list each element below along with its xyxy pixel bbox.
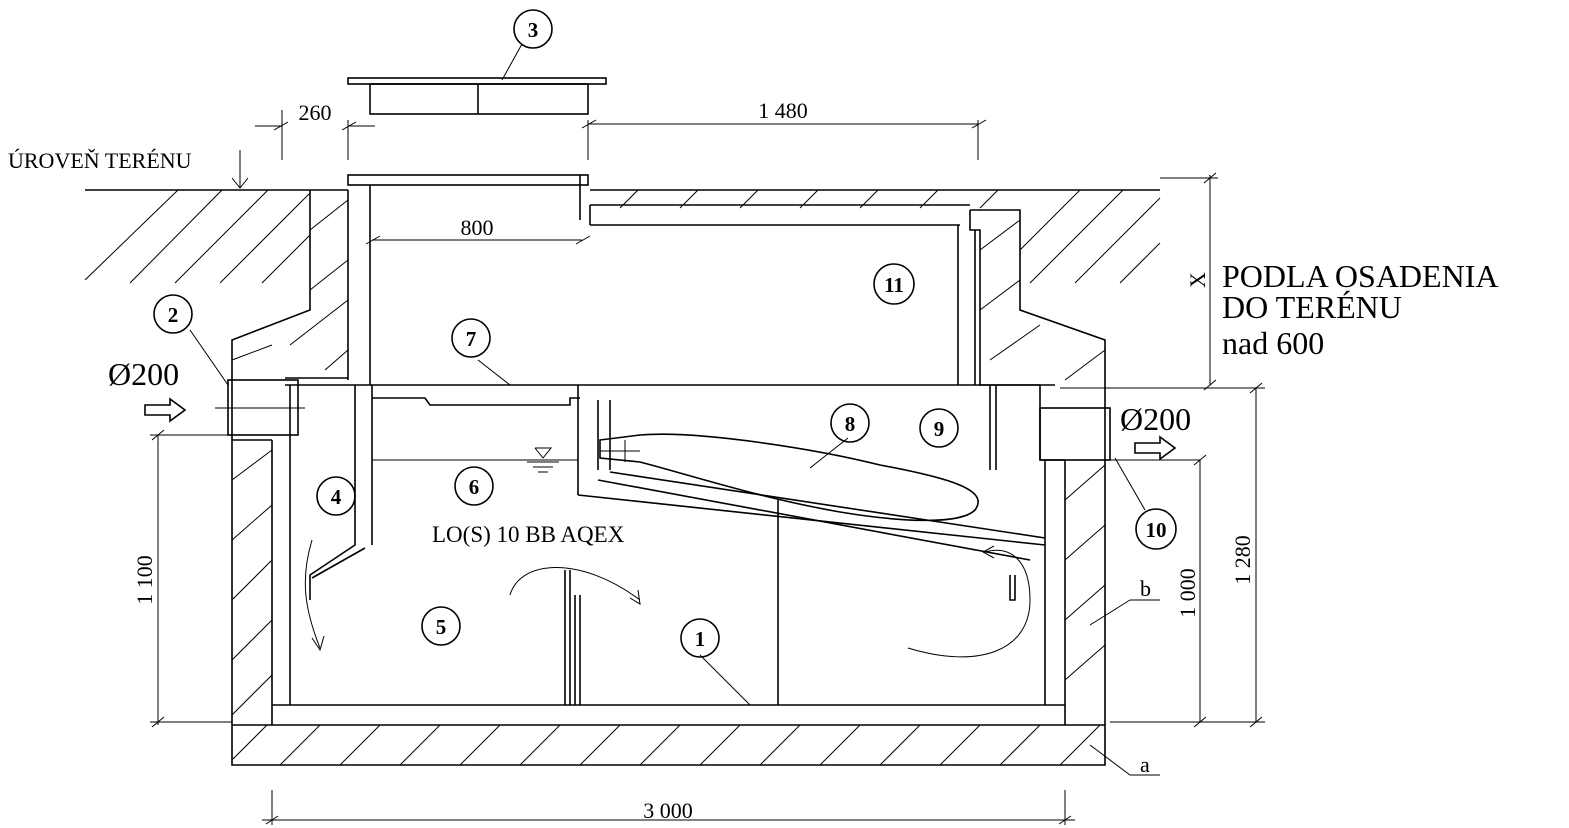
dim-1280: 1 280 [1230,535,1255,585]
callout-4: 4 [316,476,356,516]
callout-11: 11 [873,263,915,305]
callout-7: 7 [451,318,491,358]
svg-text:8: 8 [845,412,856,436]
note-line-2: DO TERÉNU [1222,289,1402,325]
svg-text:11: 11 [884,273,904,297]
callout-5: 5 [421,606,461,646]
soil-hatch-left [84,189,311,284]
product-label: LO(S) 10 BB AQEX [432,522,625,547]
outlet-diameter-label: Ø200 [1120,401,1191,437]
tank-internals [215,377,1200,705]
callout-8: 8 [830,403,870,443]
base-hatch [231,724,1101,766]
left-wall-hatch [231,199,349,716]
svg-text:2: 2 [168,303,179,327]
letter-a-label: a [1140,752,1150,777]
dim-1000: 1 000 [1175,568,1200,618]
callout-1: 1 [680,618,720,658]
soil-hatch-right [619,189,1161,284]
callout-9: 9 [919,408,959,448]
dim-800: 800 [461,215,494,240]
terrain [84,150,1161,284]
callout-3: 3 [513,9,553,49]
svg-text:5: 5 [436,615,447,639]
concrete-shell [231,190,1106,766]
svg-text:1: 1 [695,627,706,651]
inlet-diameter-label: Ø200 [108,356,179,392]
svg-text:3: 3 [528,18,539,42]
callout-2: 2 [153,294,193,334]
inspection-neck [347,174,976,385]
letter-b-label: b [1140,576,1151,601]
svg-text:10: 10 [1146,518,1167,542]
dim-3000: 3 000 [643,798,693,823]
note-line-1: PODLA OSADENIA [1222,258,1498,294]
terrain-level-label: ÚROVEŇ TERÉNU [8,148,192,173]
dim-260: 260 [299,100,332,125]
svg-text:9: 9 [934,417,945,441]
note-line-3: nad 600 [1222,325,1324,361]
dim-1480: 1 480 [758,98,808,123]
callout-6: 6 [454,466,494,506]
right-wall-hatch [979,219,1106,681]
flow-arrows [144,397,1177,461]
dim-1100: 1 100 [132,555,157,605]
dimension-lines [150,110,1265,825]
dim-x: X [1185,272,1210,288]
svg-text:4: 4 [331,485,342,509]
svg-text:6: 6 [469,475,480,499]
manhole-cover [347,43,607,115]
leader-lines [189,329,1160,776]
svg-text:7: 7 [466,327,477,351]
callout-10: 10 [1135,508,1177,550]
